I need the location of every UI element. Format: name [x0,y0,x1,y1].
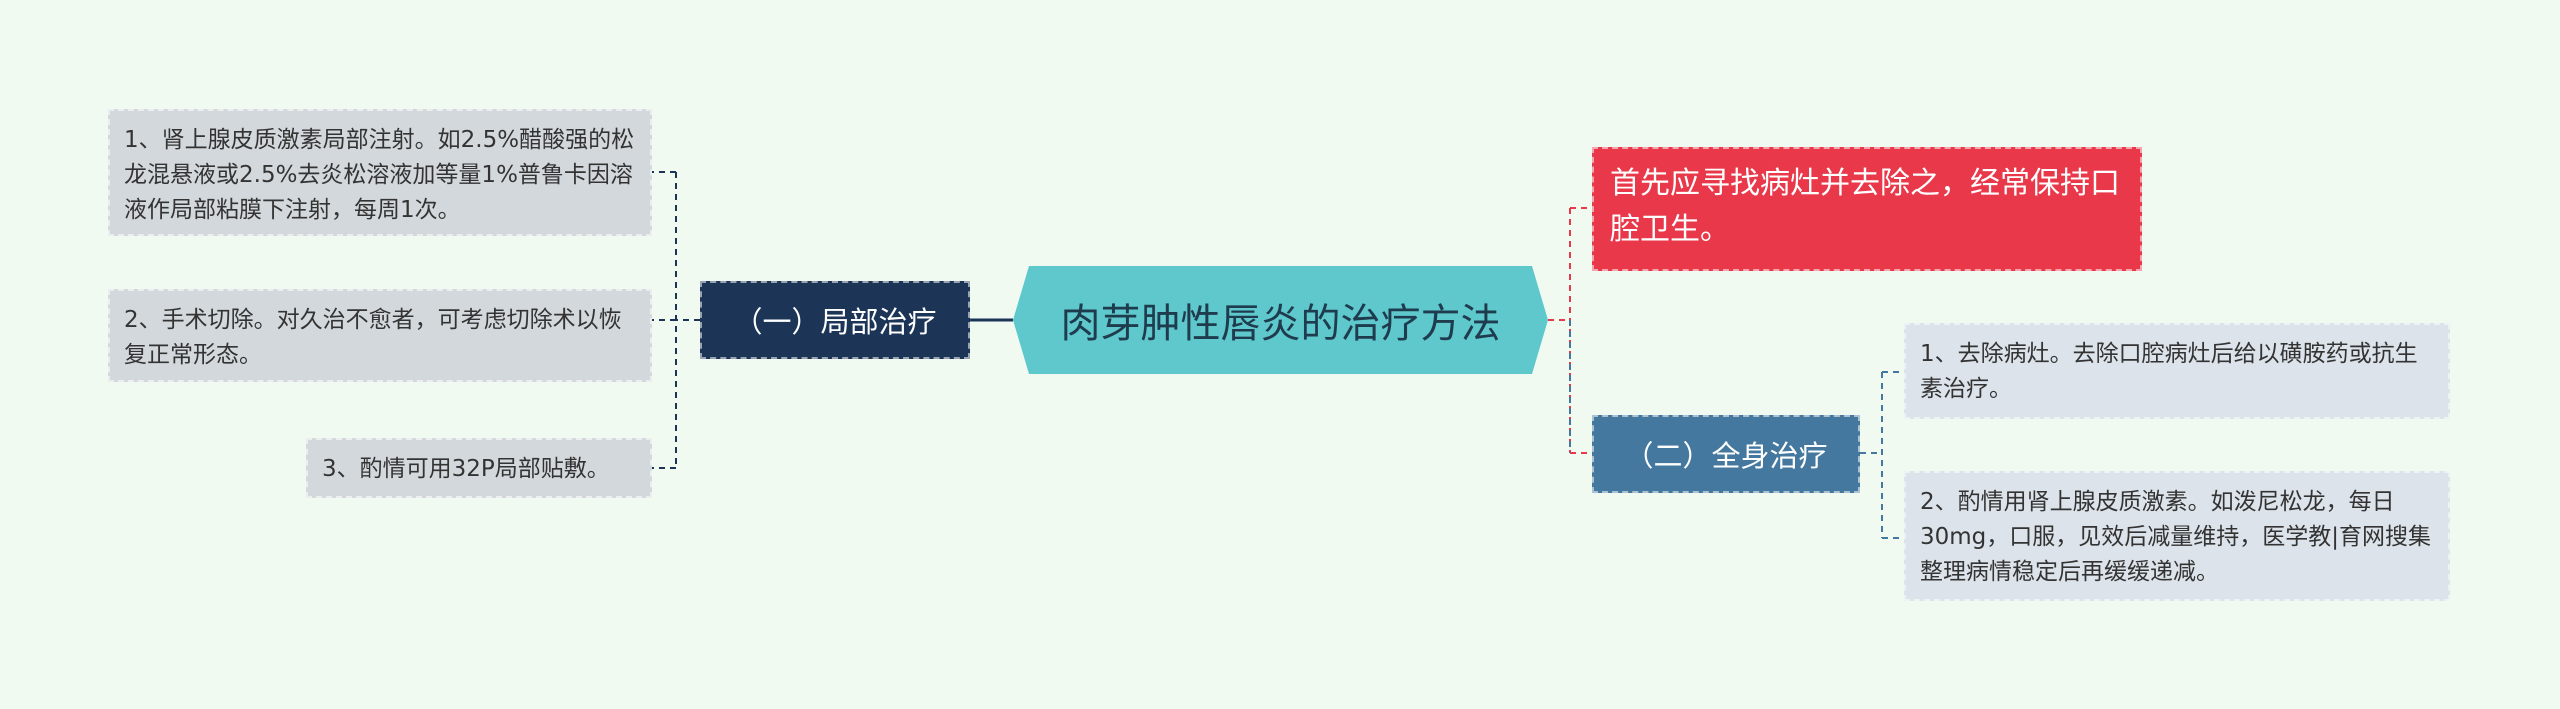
leaf-local-2[interactable]: 2、手术切除。对久治不愈者，可考虑切除术以恢复正常形态。 [108,289,652,382]
center-title: 肉芽肿性唇炎的治疗方法 [1060,301,1501,347]
branch-systemic-treatment[interactable]: （二）全身治疗 [1592,415,1860,493]
node-remove-lesion[interactable]: 首先应寻找病灶并去除之，经常保持口腔卫生。 [1592,147,2142,271]
branch-local-treatment[interactable]: （一）局部治疗 [700,281,970,359]
leaf-systemic-1-text: 1、去除病灶。去除口腔病灶后给以磺胺药或抗生素治疗。 [1920,341,2418,402]
link-right-bracket [1548,207,1592,454]
leaf-systemic-2[interactable]: 2、酌情用肾上腺皮质激素。如泼尼松龙，每日30mg，口服，见效后减量维持，医学教… [1904,471,2450,601]
leaf-systemic-1[interactable]: 1、去除病灶。去除口腔病灶后给以磺胺药或抗生素治疗。 [1904,323,2450,419]
center-hexagon-shape [1013,266,1548,374]
branch-systemic-treatment-label: （二）全身治疗 [1624,439,1828,473]
center-topic[interactable]: 肉芽肿性唇炎的治疗方法 [1013,266,1548,374]
leaf-local-3[interactable]: 3、酌情可用32P局部贴敷。 [306,438,652,498]
leaf-systemic-2-text: 2、酌情用肾上腺皮质激素。如泼尼松龙，每日30mg，口服，见效后减量维持，医学教… [1920,489,2432,585]
branch-local-treatment-label: （一）局部治疗 [733,305,937,339]
leaf-local-3-text: 3、酌情可用32P局部贴敷。 [322,456,610,482]
leaf-local-1[interactable]: 1、肾上腺皮质激素局部注射。如2.5%醋酸强的松龙混悬液或2.5%去炎松溶液加等… [108,109,652,236]
link-right-leaves [1860,371,1904,539]
leaf-local-2-text: 2、手术切除。对久治不愈者，可考虑切除术以恢复正常形态。 [124,307,622,368]
link-left-bracket [652,171,700,469]
node-remove-lesion-text: 首先应寻找病灶并去除之，经常保持口腔卫生。 [1610,166,2120,247]
leaf-local-1-text: 1、肾上腺皮质激素局部注射。如2.5%醋酸强的松龙混悬液或2.5%去炎松溶液加等… [124,127,635,223]
